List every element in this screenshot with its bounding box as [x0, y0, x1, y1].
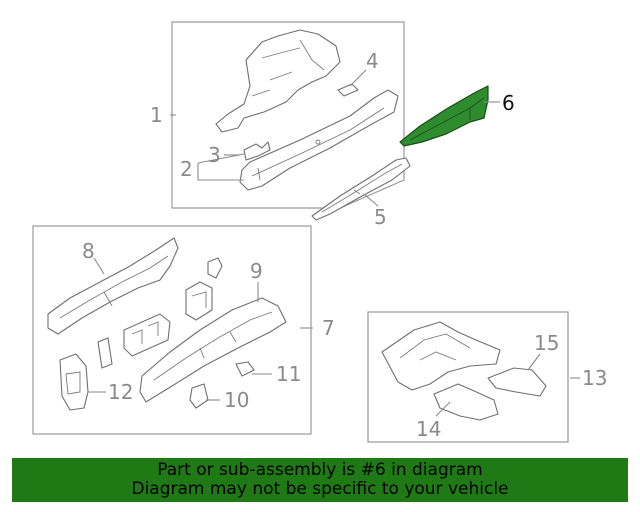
- part-5-rail: [311, 157, 411, 221]
- callout-2: 2: [180, 157, 193, 181]
- part-12-plate: [59, 353, 89, 411]
- callout-8: 8: [82, 239, 95, 263]
- banner-line-2: Diagram may not be specific to your vehi…: [131, 479, 509, 499]
- part-bracket-mid: [185, 281, 213, 321]
- part-3-bracket: [243, 141, 271, 161]
- part-15-bracket: [487, 367, 547, 397]
- part-9-rail: [139, 297, 287, 403]
- leader-lines: [88, 69, 580, 417]
- callout-4: 4: [366, 49, 379, 73]
- part-8-apron-rail: [47, 237, 179, 335]
- callout-1: 1: [150, 103, 163, 127]
- part-14-bracket: [433, 383, 499, 421]
- part-13-bracket: [381, 321, 501, 391]
- part-clip-upper: [207, 257, 223, 279]
- part-11-clip: [235, 361, 255, 377]
- callout-13: 13: [582, 366, 607, 390]
- part-6-highlighted-rail: [399, 85, 489, 147]
- callout-12: 12: [108, 380, 133, 404]
- part-10-bracket: [189, 383, 209, 409]
- callout-9: 9: [250, 259, 263, 283]
- callout-15: 15: [534, 331, 559, 355]
- part-2-rail: [239, 89, 399, 191]
- group-box-13: [367, 311, 569, 443]
- group-box-7: [32, 225, 312, 435]
- part-bracket-small: [97, 337, 113, 369]
- callout-10: 10: [224, 388, 249, 412]
- banner-line-1: Part or sub-assembly is #6 in diagram: [157, 460, 483, 480]
- part-reinforcement: [123, 313, 171, 357]
- callout-11: 11: [276, 362, 301, 386]
- callout-14: 14: [416, 417, 441, 441]
- callout-7: 7: [322, 316, 335, 340]
- part-1-bracket: [215, 29, 341, 133]
- part-4-clip: [337, 83, 359, 97]
- callout-5: 5: [374, 205, 387, 229]
- info-banner: Part or sub-assembly is #6 in diagram Di…: [12, 458, 628, 502]
- callout-3: 3: [208, 143, 221, 167]
- callout-6: 6: [502, 91, 515, 115]
- group-box-1: [171, 21, 405, 209]
